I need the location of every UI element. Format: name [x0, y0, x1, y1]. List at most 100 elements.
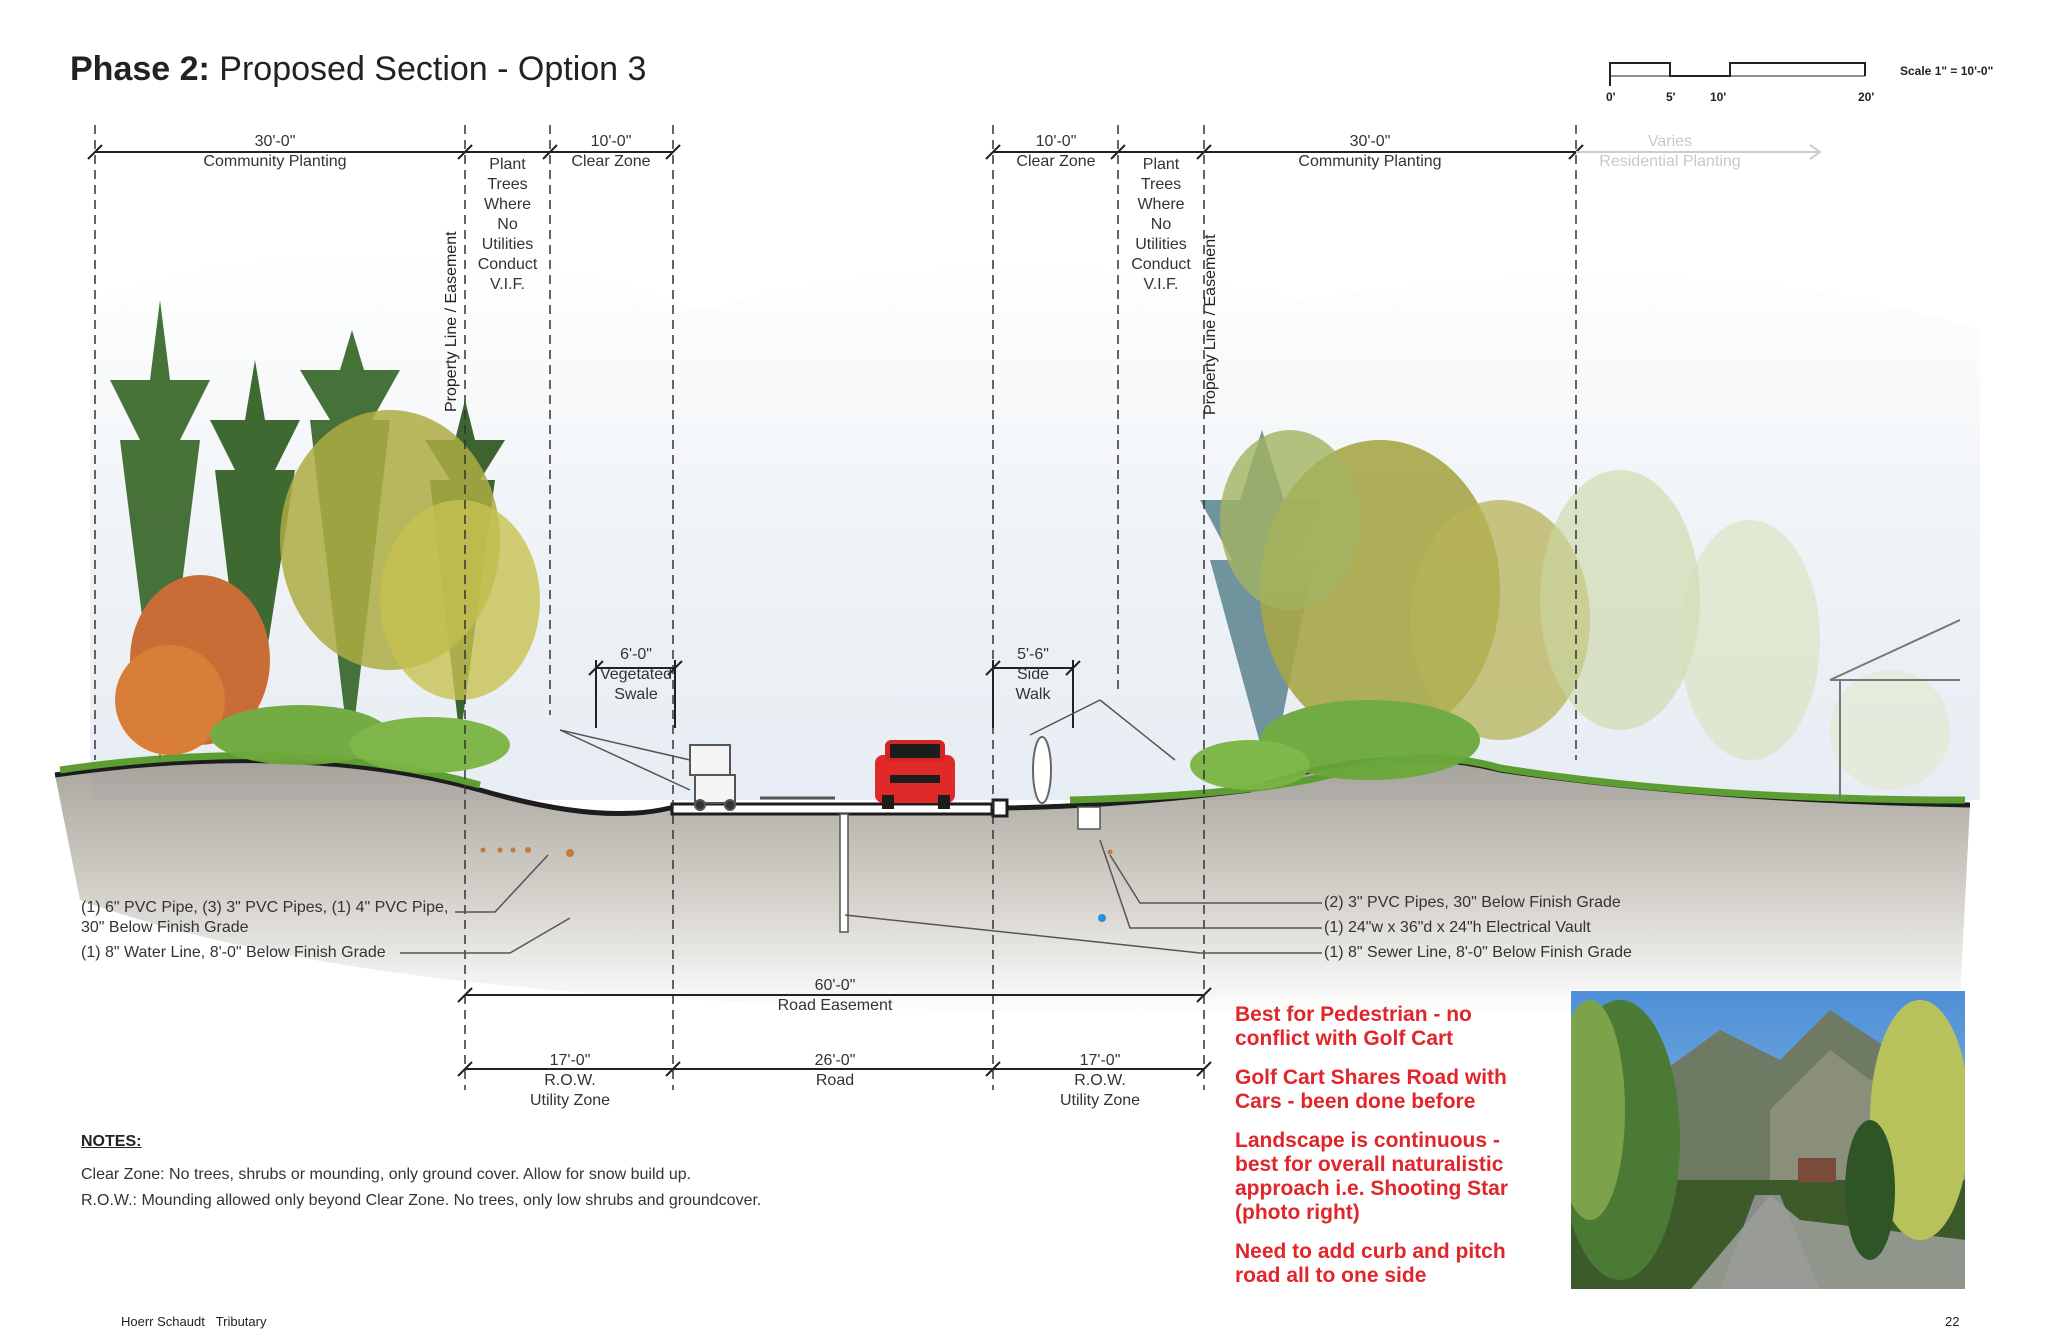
- dim-label: Vegetated: [599, 666, 673, 683]
- swale-label: 6'-0" Vegetated Swale: [590, 645, 682, 705]
- note-line: Trees: [487, 176, 528, 193]
- pipe-dots: [480, 847, 1113, 857]
- note-line: Conduct: [477, 256, 538, 273]
- note-line: V.I.F.: [1143, 276, 1179, 293]
- scale-tick-5: 5': [1666, 90, 1676, 104]
- dim-right-planting: 30'-0" Community Planting: [1280, 132, 1460, 172]
- pedestrian: [1032, 736, 1052, 804]
- callout-line: (1) 6" PVC Pipe, (3) 3" PVC Pipes, (1) 4…: [81, 899, 449, 916]
- left-trees-note: Plant Trees Where No Utilities Conduct V…: [465, 155, 550, 295]
- callout-sewer-line: (1) 8" Sewer Line, 8'-0" Below Finish Gr…: [1324, 944, 1632, 961]
- dim-road-easement: 60'-0" Road Easement: [745, 976, 925, 1016]
- dim-label: Clear Zone: [1016, 153, 1096, 170]
- dim-value: 5'-6": [1017, 646, 1049, 663]
- comment-curb: Need to add curb and pitch road all to o…: [1235, 1240, 1565, 1288]
- note-line: Where: [483, 196, 532, 213]
- house-outline: [1829, 619, 1961, 800]
- dashed-verticals: [94, 125, 1577, 1090]
- property-line-right: Property Line / Easement: [1202, 234, 1219, 415]
- bottom-dimension-lines: [457, 987, 1212, 1077]
- notes-heading: NOTES:: [81, 1133, 142, 1150]
- car: [875, 740, 955, 809]
- comment-landscape: Landscape is continuous - best for overa…: [1235, 1129, 1565, 1225]
- note-line: Utilities: [481, 236, 534, 253]
- dim-row-left: 17'-0" R.O.W. Utility Zone: [480, 1051, 660, 1111]
- leader-lines: [400, 699, 1322, 954]
- dim-label: Walk: [1015, 686, 1051, 703]
- callout-pvc-right: (2) 3" PVC Pipes, 30" Below Finish Grade: [1324, 894, 1621, 911]
- dim-right-clear: 10'-0" Clear Zone: [1000, 132, 1112, 172]
- dim-residential: Varies Residential Planting: [1580, 132, 1760, 172]
- dim-value: 10'-0": [590, 133, 632, 150]
- comment-line: conflict with Golf Cart: [1235, 1027, 1454, 1050]
- comment-line: road all to one side: [1235, 1264, 1427, 1287]
- page-number: 22: [1945, 1314, 1960, 1329]
- comment-line: Landscape is continuous -: [1235, 1129, 1500, 1152]
- note-line: Where: [1137, 196, 1185, 213]
- dim-label: R.O.W.: [1074, 1072, 1126, 1089]
- callout-water-line: (1) 8" Water Line, 8'-0" Below Finish Gr…: [81, 944, 386, 961]
- note-line: No: [1150, 216, 1172, 233]
- dim-left-planting: 30'-0" Community Planting: [185, 132, 365, 172]
- note-line: Trees: [1140, 176, 1182, 193]
- dim-label: R.O.W.: [544, 1072, 596, 1089]
- scale-tick-20: 20': [1858, 90, 1875, 104]
- comment-line: Cars - been done before: [1235, 1090, 1476, 1113]
- soil-section: [55, 758, 1970, 1015]
- dim-label: Road: [815, 1072, 855, 1089]
- comment-line: Golf Cart Shares Road with: [1235, 1066, 1507, 1089]
- scale-label: Scale 1" = 10'-0": [1900, 64, 1994, 78]
- scale-tick-0: 0': [1606, 90, 1616, 104]
- note-line: Plant: [1142, 156, 1180, 173]
- note-line: Conduct: [1131, 256, 1191, 273]
- scale-tick-10: 10': [1710, 90, 1727, 104]
- callout-pvc-left: (1) 6" PVC Pipe, (3) 3" PVC Pipes, (1) 4…: [81, 898, 461, 938]
- right-trees-note: Plant Trees Where No Utilities Conduct V…: [1118, 155, 1204, 295]
- dim-label: Side: [1016, 666, 1050, 683]
- dim-left-clear: 10'-0" Clear Zone: [556, 132, 666, 172]
- dim-value: 17'-0": [1079, 1052, 1121, 1069]
- dim-label: Road Easement: [777, 997, 893, 1014]
- dim-label: Utility Zone: [1059, 1092, 1141, 1109]
- curb: [991, 798, 1009, 818]
- footer-credits: Hoerr Schaudt Tributary: [121, 1314, 266, 1329]
- footer-project: Tributary: [215, 1314, 267, 1329]
- dim-label: Residential Planting: [1599, 153, 1741, 170]
- note-line: Plant: [489, 156, 526, 173]
- comment-line: Best for Pedestrian - no: [1235, 1003, 1472, 1026]
- comment-line: Need to add curb and pitch: [1235, 1240, 1506, 1263]
- property-line-left: Property Line / Easement: [443, 231, 460, 412]
- note-line: V.I.F.: [490, 276, 525, 293]
- comment-line: approach i.e. Shooting Star: [1235, 1177, 1509, 1200]
- dim-value: 60'-0": [814, 977, 856, 994]
- golf-cart: [689, 744, 736, 811]
- dim-value: 30'-0": [254, 133, 296, 150]
- comment-line: (photo right): [1235, 1201, 1360, 1224]
- dim-value: 30'-0": [1349, 133, 1391, 150]
- dim-value: Varies: [1647, 133, 1693, 150]
- callout-line: 30" Below Finish Grade: [81, 919, 249, 936]
- note-clear-zone: Clear Zone: No trees, shrubs or mounding…: [81, 1166, 692, 1183]
- dim-label: Community Planting: [203, 153, 347, 170]
- dim-label: Community Planting: [1298, 153, 1442, 170]
- dim-value: 17'-0": [549, 1052, 591, 1069]
- water-line-dot: [1098, 914, 1106, 922]
- callout-electrical-vault: (1) 24"w x 36"d x 24"h Electrical Vault: [1324, 919, 1591, 936]
- electrical-vault: [1077, 806, 1101, 830]
- swale-dimension: [588, 660, 683, 728]
- sewer-line: [839, 813, 849, 933]
- left-trees: [110, 300, 540, 773]
- comment-pedestrian: Best for Pedestrian - no conflict with G…: [1235, 1003, 1565, 1051]
- right-trees: [1190, 430, 1950, 790]
- dim-value: 26'-0": [814, 1052, 856, 1069]
- top-dimension-line: [87, 144, 1584, 160]
- dim-label: Swale: [614, 686, 658, 703]
- note-line: Utilities: [1135, 236, 1187, 253]
- page-title: Phase 2: Proposed Section - Option 3: [70, 50, 647, 88]
- comment-golf-cart: Golf Cart Shares Road with Cars - been d…: [1235, 1066, 1565, 1114]
- dim-label: Utility Zone: [529, 1092, 611, 1109]
- dim-value: 10'-0": [1035, 133, 1077, 150]
- note-line: No: [497, 216, 518, 233]
- dim-row-right: 17'-0" R.O.W. Utility Zone: [1010, 1051, 1190, 1111]
